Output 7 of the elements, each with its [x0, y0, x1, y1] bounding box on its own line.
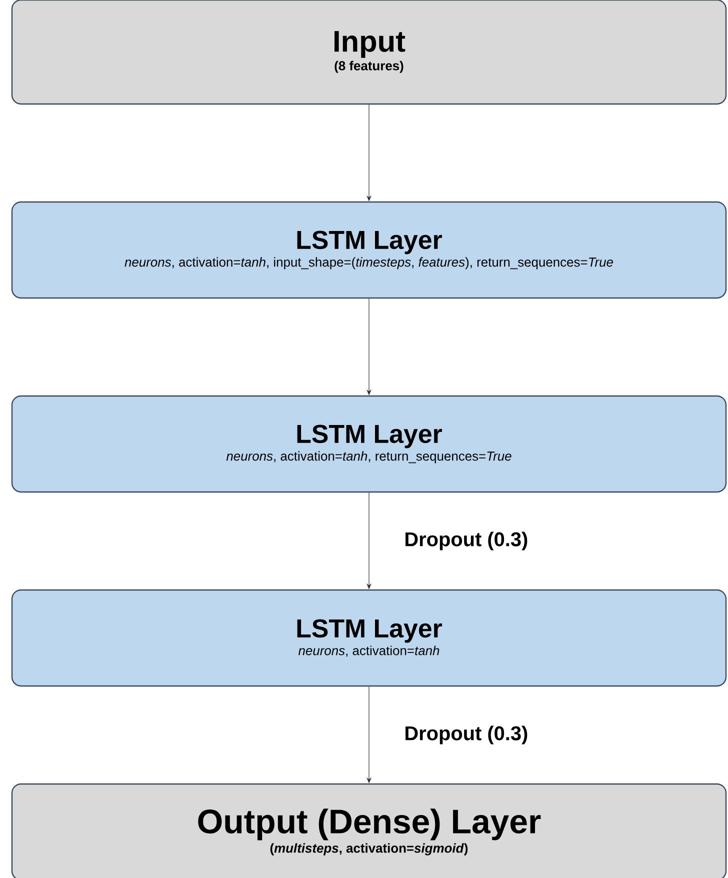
layer-box: Input (8 features) [11, 0, 727, 105]
layer-box: LSTM Layer neurons, activation=tanh, return_sequences=True [11, 395, 727, 493]
layer-box: LSTM Layer neurons, activation=tanh [11, 589, 727, 687]
edge-label: Dropout (0.3) [406, 726, 528, 744]
layer-box: Output (Dense) Layer (multisteps, activation=sigmoid) [11, 783, 727, 878]
edge-label: Dropout (0.3) [406, 532, 528, 550]
layer-box: LSTM Layer neurons, activation=tanh, input_shape=(timesteps, features), return_sequences=True [11, 201, 727, 299]
